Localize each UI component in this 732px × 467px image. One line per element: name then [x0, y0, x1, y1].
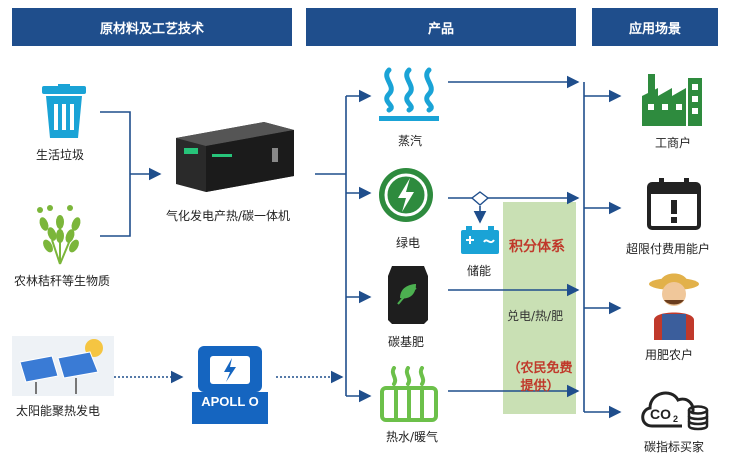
apollo-icon[interactable]: APOLL O: [190, 344, 270, 426]
fertilizer-bag-icon: [386, 264, 430, 330]
product-steam-label: 蒸汽: [398, 134, 423, 148]
free-note-label: （农民免费提供）: [507, 361, 573, 394]
header-scenarios: 应用场景: [592, 8, 718, 46]
svg-text:2: 2: [673, 414, 678, 424]
svg-text:CO: CO: [650, 406, 671, 422]
product-hot-water-label: 热水/暖气: [386, 430, 439, 444]
input-biomass-label: 农林秸秆等生物质: [14, 274, 111, 288]
product-fertilizer-label: 碳基肥: [388, 335, 425, 349]
scenario-farmer-label: 用肥农户: [645, 348, 694, 362]
redeem-label: 兑电/热/肥: [507, 309, 564, 323]
steam-icon: [377, 66, 441, 128]
product-electricity-label: 绿电: [396, 236, 421, 250]
apollo-label: APOLL O: [201, 394, 259, 409]
input-garbage-label: 生活垃圾: [36, 148, 85, 162]
battery-icon: [460, 226, 500, 260]
co2-coins-icon: CO 2: [638, 382, 710, 436]
farmer-icon: [648, 266, 700, 344]
scenario-commercial-label: 工商户: [655, 136, 692, 150]
header-products: 产品: [306, 8, 576, 46]
header-materials: 原材料及工艺技术: [12, 8, 292, 46]
product-storage-label: 储能: [467, 264, 492, 278]
trash-bin-icon: [38, 84, 90, 144]
calendar-alert-icon: [646, 176, 702, 236]
solar-panel-icon: [12, 336, 114, 396]
radiator-icon: [378, 366, 440, 428]
lightning-icon: [376, 166, 436, 228]
factory-icon: [640, 70, 704, 132]
scenario-over-limit-label: 超限付费用能户: [626, 242, 711, 256]
gasifier-machine-icon: [172, 118, 296, 198]
machine-label: 气化发电产热/碳一体机: [166, 209, 291, 223]
points-system-label: 积分体系: [509, 239, 565, 255]
input-solar-label: 太阳能聚热发电: [16, 404, 101, 418]
wheat-icon: [30, 204, 92, 270]
scenario-carbon-buyer-label: 碳指标买家: [644, 440, 705, 454]
points-band: [503, 202, 576, 414]
